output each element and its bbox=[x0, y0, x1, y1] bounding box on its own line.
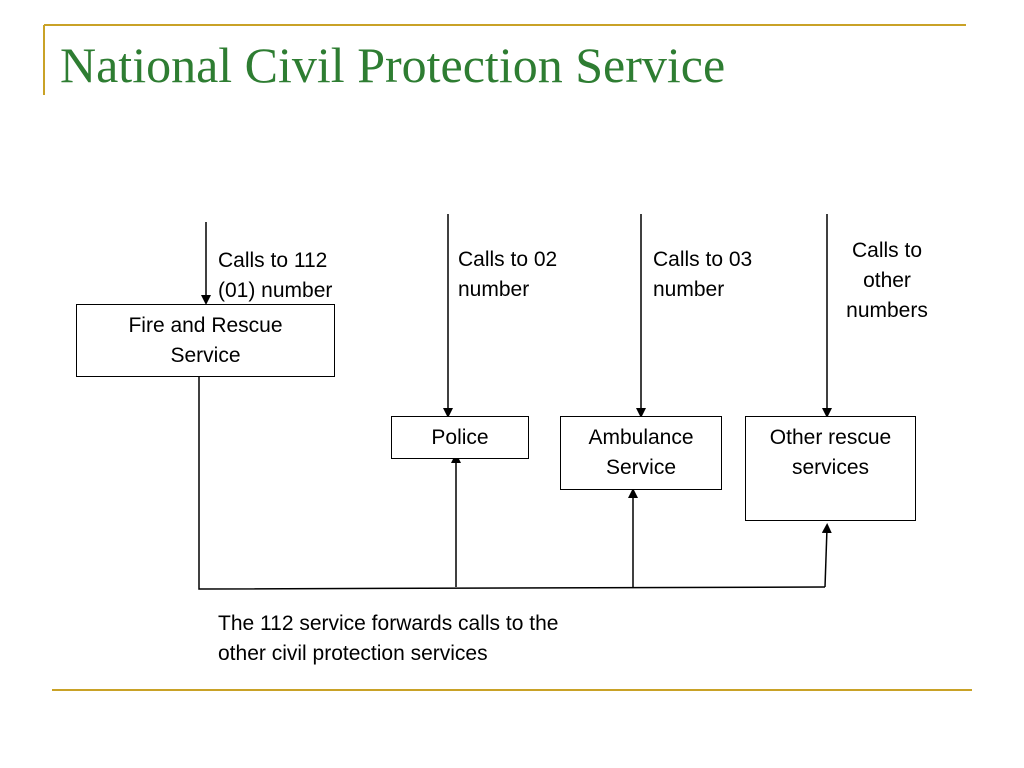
label-calls-03: Calls to 03 number bbox=[653, 245, 752, 305]
fire-rescue-label-line-2: Service bbox=[170, 344, 241, 367]
label-calls-03-line-2: number bbox=[653, 278, 725, 301]
fire-rescue-box: Fire and Rescue Service bbox=[76, 304, 335, 377]
ambulance-box: Ambulance Service bbox=[560, 416, 722, 490]
forward-line bbox=[198, 377, 826, 590]
label-calls-02-line-2: number bbox=[458, 278, 530, 301]
label-calls-other-line-2: other bbox=[863, 269, 911, 292]
police-box: Police bbox=[391, 416, 529, 459]
label-calls-112: Calls to 112 (01) number bbox=[218, 246, 332, 306]
caption-line-2: other civil protection services bbox=[218, 642, 488, 665]
label-calls-03-line-1: Calls to 03 bbox=[653, 248, 753, 271]
police-label: Police bbox=[431, 426, 489, 449]
arrow-forward-other bbox=[821, 523, 832, 588]
other-rescue-label-line-1: Other rescue bbox=[769, 426, 892, 449]
ambulance-label-line-2: Service bbox=[605, 456, 677, 479]
label-calls-112-line-1: Calls to 112 bbox=[218, 249, 328, 272]
label-calls-other-line-3: numbers bbox=[846, 299, 928, 322]
caption-line-1: The 112 service forwards calls to the bbox=[218, 612, 559, 635]
page-title: National Civil Protection Service bbox=[60, 37, 726, 93]
label-calls-other: Calls to other numbers bbox=[828, 236, 946, 326]
label-calls-02-line-1: Calls to 02 bbox=[458, 248, 558, 271]
label-calls-112-line-2: (01) number bbox=[218, 279, 333, 302]
other-rescue-label-line-2: services bbox=[791, 456, 870, 479]
other-rescue-box: Other rescue services bbox=[745, 416, 916, 521]
label-calls-02: Calls to 02 number bbox=[458, 245, 557, 305]
ambulance-label-line-1: Ambulance bbox=[588, 426, 694, 449]
label-calls-other-line-1: Calls to bbox=[851, 239, 923, 262]
forwarding-caption: The 112 service forwards calls to the ot… bbox=[218, 609, 558, 669]
fire-rescue-label-line-1: Fire and Rescue bbox=[128, 314, 283, 337]
